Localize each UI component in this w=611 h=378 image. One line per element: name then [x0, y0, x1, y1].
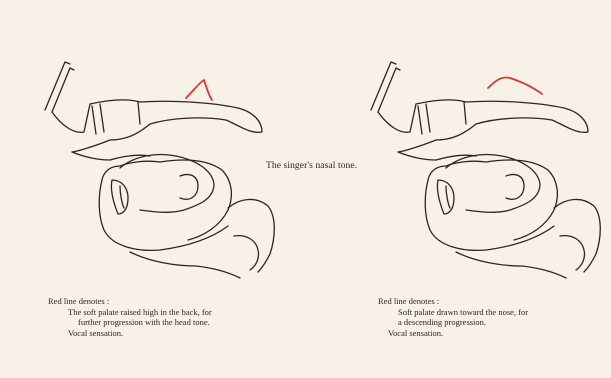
right-caption-line3: Vocal sensation.	[378, 328, 528, 339]
left-caption-line2: further progression with the head tone.	[48, 317, 212, 328]
left-caption-line1: The soft palate raised high in the back,…	[48, 307, 212, 318]
right-caption: Red line denotes : Soft palate drawn tow…	[378, 296, 528, 338]
right-caption-heading: Red line denotes :	[378, 296, 528, 307]
right-caption-line2: a descending progression.	[378, 317, 528, 328]
left-caption-heading: Red line denotes :	[48, 296, 212, 307]
left-caption-line3: Vocal sensation.	[48, 328, 212, 339]
figure-title: The singer's nasal tone.	[266, 161, 357, 171]
left-vocal-tract-diagram	[45, 62, 274, 278]
right-vocal-tract-diagram	[371, 62, 600, 278]
left-caption: Red line denotes : The soft palate raise…	[48, 296, 212, 338]
right-caption-line1: Soft palate drawn toward the nose, for	[378, 307, 528, 318]
